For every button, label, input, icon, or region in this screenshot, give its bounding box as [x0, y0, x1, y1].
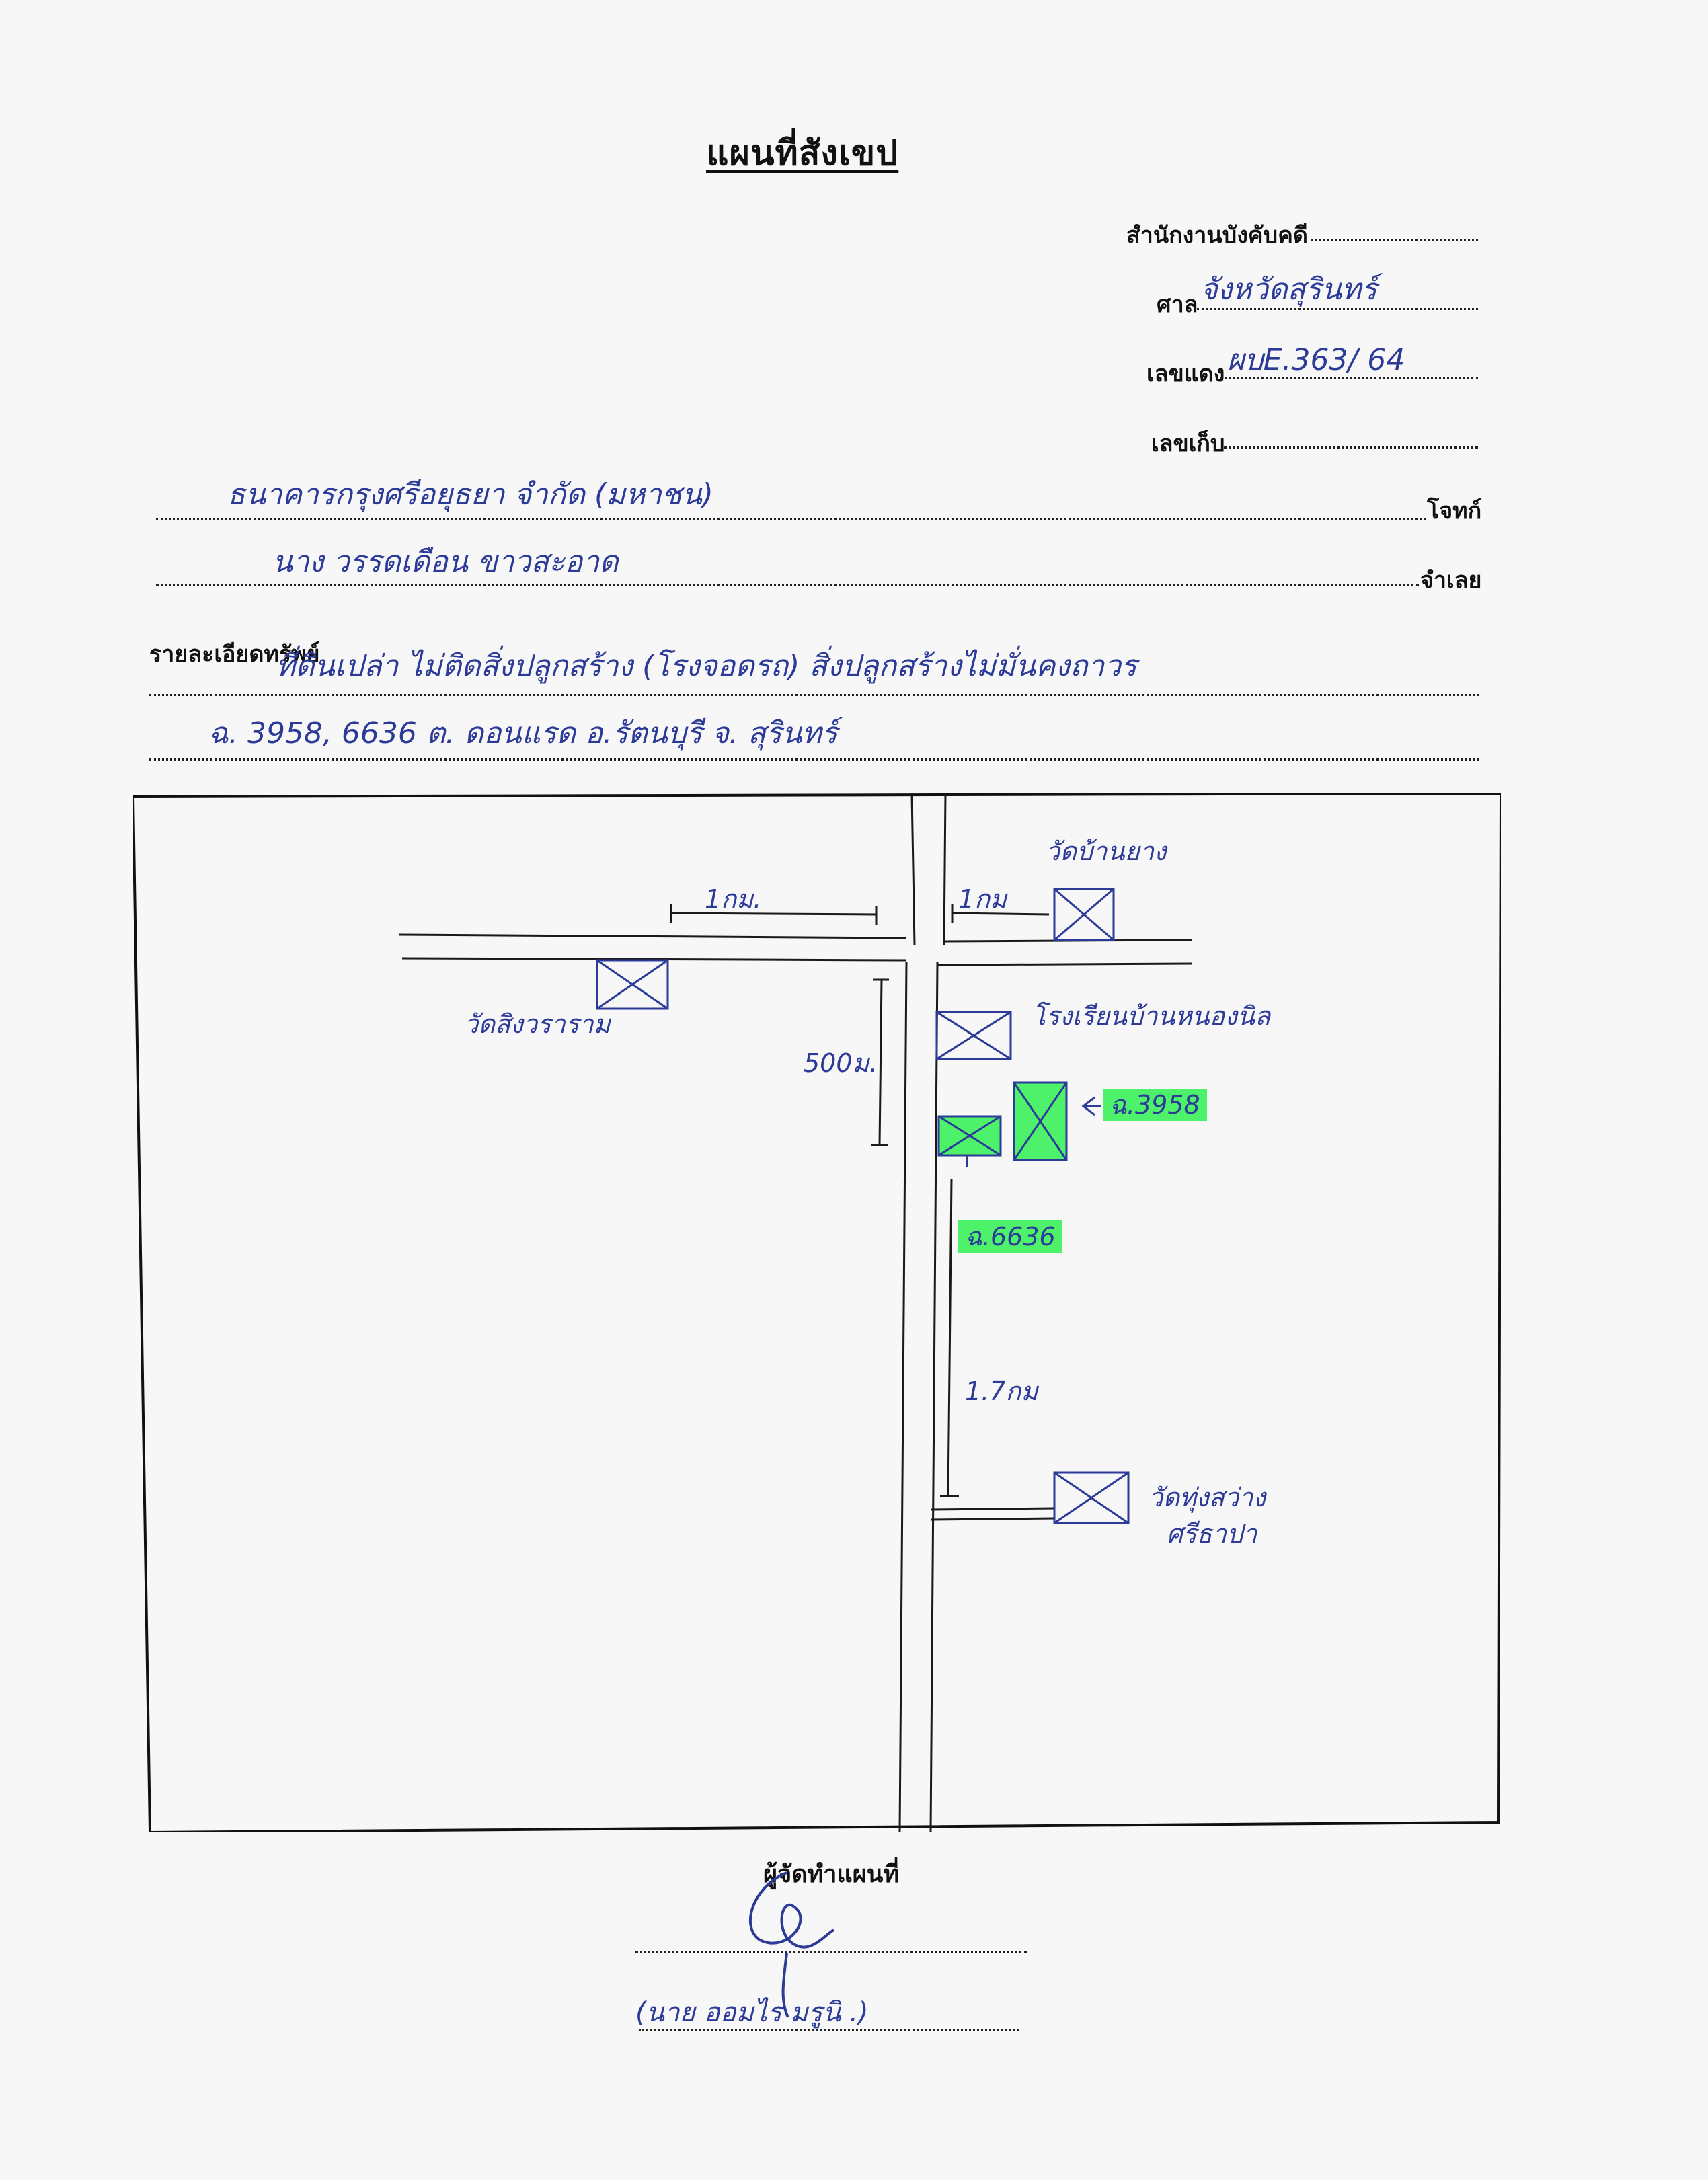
signer-name-line — [639, 2029, 1019, 2031]
red-no-line — [1220, 377, 1478, 379]
court-value: จังหวัดสุรินทร์ — [1200, 272, 1377, 307]
temple-top-label: วัดบ้านยาง — [1046, 836, 1167, 866]
office-label: สำนักงานบังคับคดี — [1126, 222, 1308, 249]
plot-6636-box — [937, 1115, 1002, 1157]
document-title: แผนที่สังเขป — [706, 133, 899, 173]
temple-top-box — [1053, 888, 1115, 941]
signer-name: (นาย ออมไร มรูนิ .) — [635, 1997, 869, 2028]
temple-left-label: วัดสิงวราราม — [464, 1009, 611, 1039]
distance-label-left: 1กม. — [705, 884, 762, 914]
side-road — [930, 1507, 1055, 1521]
building-boxes — [596, 888, 1130, 1524]
temple-bottom-label-2: ศรีธาปา — [1167, 1519, 1257, 1549]
deed-3958-label: ฉ.3958 — [1103, 1084, 1207, 1125]
school-box — [935, 1011, 1012, 1060]
property-dotline-2 — [149, 758, 1479, 761]
deed-6636-label: ฉ.6636 — [958, 1216, 1062, 1257]
signature-line — [635, 1951, 1027, 1953]
temple-bottom-label-1: วัดทุ่งสว่าง — [1149, 1483, 1266, 1512]
red-no-label: เลขแดง — [1147, 360, 1225, 387]
distance-markers — [670, 904, 1050, 1497]
defendant-line — [156, 584, 1419, 586]
temple-left-box — [596, 959, 669, 1010]
distance-label-right: 1กม — [958, 884, 1007, 914]
signature-mark — [748, 1871, 835, 2018]
defendant-value: นาง วรรดเดือน ขาวสะอาด — [272, 545, 619, 579]
red-no-value: ผบE.363/ 64 — [1227, 343, 1405, 377]
distance-17-label: 1.7กม — [965, 1376, 1038, 1406]
plot-3958-box — [1013, 1081, 1068, 1161]
sketch-map — [133, 793, 1501, 1832]
office-line — [1311, 239, 1478, 241]
court-line — [1197, 308, 1478, 310]
temple-bottom-box — [1053, 1471, 1130, 1524]
property-line1: ที่ดินเปล่า ไม่ติดสิ่งปลูกสร้าง (โรงจอดร… — [276, 649, 1137, 683]
property-line2: ฉ. 3958, 6636 ต. ดอนแรด อ.รัตนบุรี จ. สุ… — [208, 716, 838, 750]
court-label: ศาล — [1157, 291, 1198, 318]
property-label: รายละเอียดทรัพย์ — [149, 641, 320, 668]
store-no-label: เลขเก็บ — [1151, 430, 1225, 457]
map-border — [133, 793, 1501, 1832]
plaintiff-label: โจทก์ — [1427, 498, 1482, 524]
main-road — [898, 793, 947, 1832]
property-dotline-1 — [149, 694, 1479, 696]
plaintiff-line — [156, 518, 1426, 520]
distance-500-label: 500ม. — [804, 1048, 878, 1078]
store-no-line — [1224, 446, 1478, 449]
defendant-label: จำเลย — [1420, 567, 1482, 594]
school-label: โรงเรียนบ้านหนองนิล — [1032, 1001, 1271, 1031]
plaintiff-value: ธนาคารกรุงศรีอยุธยา จำกัด (มหาชน) — [227, 477, 713, 512]
